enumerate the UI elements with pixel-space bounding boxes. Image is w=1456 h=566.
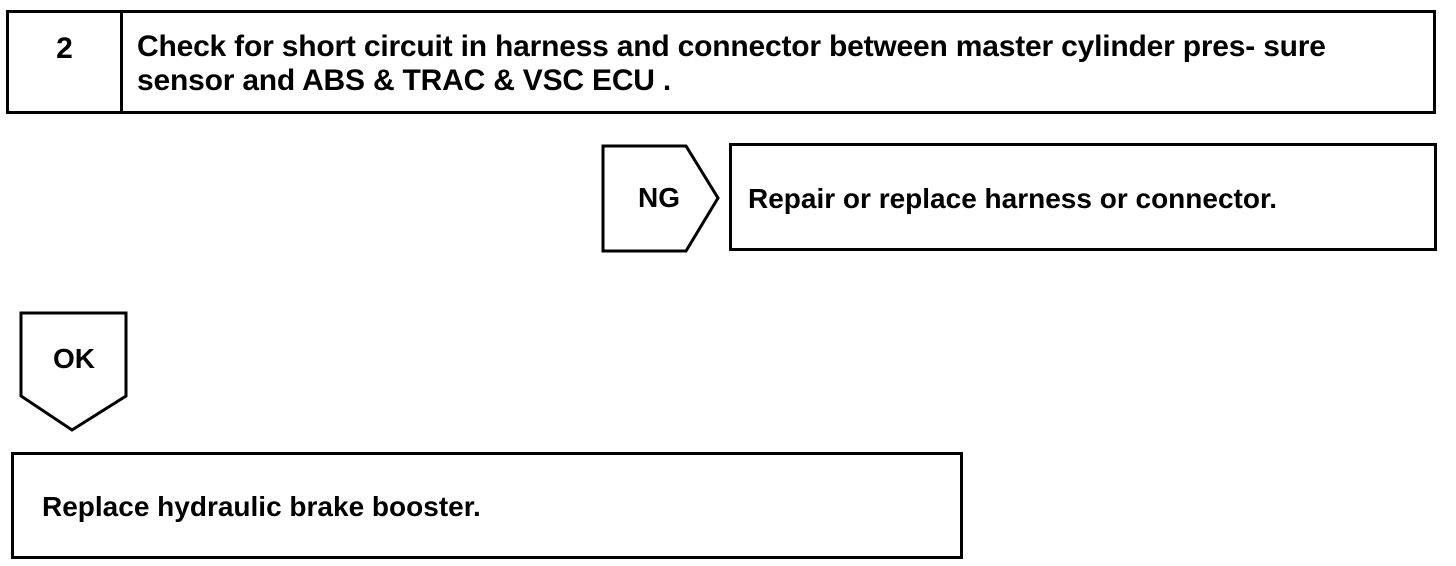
ng-action-text: Repair or replace harness or connector.: [748, 183, 1278, 214]
ng-label: NG: [638, 182, 680, 213]
step-description: Check for short circuit in harness and c…: [137, 30, 1326, 97]
step-number-cell: 2: [9, 13, 123, 111]
ok-action-text: Replace hydraulic brake booster.: [42, 491, 481, 522]
ok-label: OK: [53, 343, 95, 374]
ng-action-box: Repair or replace harness or connector.: [729, 143, 1437, 251]
step-box: 2 Check for short circuit in harness and…: [6, 10, 1436, 114]
ng-arrow-shape: [601, 144, 720, 253]
ok-arrow-shape: [19, 311, 128, 432]
step-number: 2: [56, 32, 73, 65]
ok-action-box: Replace hydraulic brake booster.: [11, 452, 963, 559]
